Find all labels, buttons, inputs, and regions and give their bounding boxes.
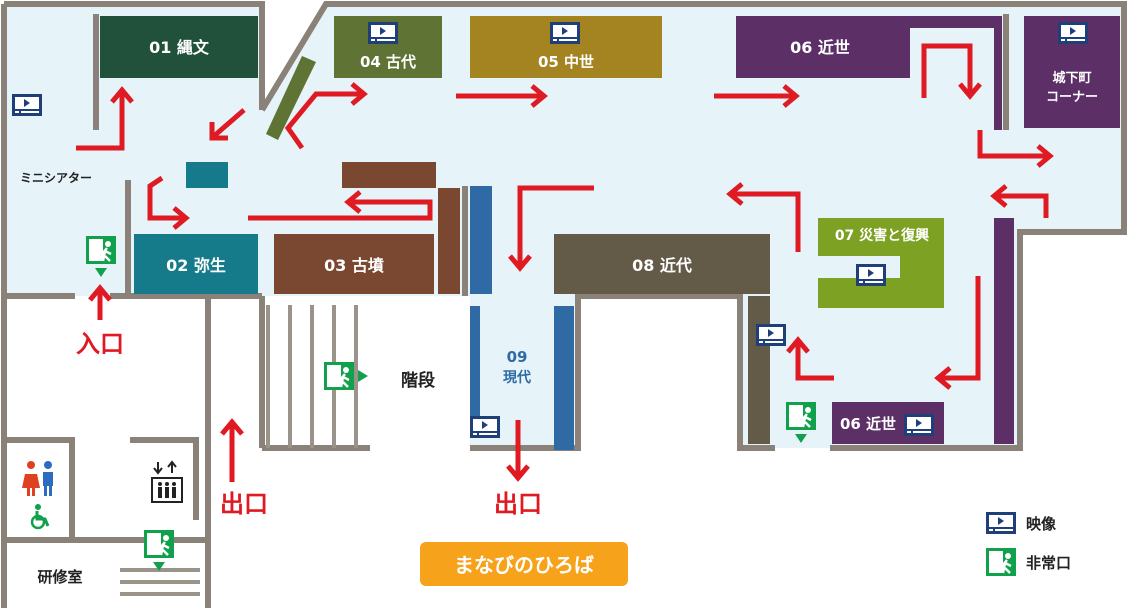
stairs — [120, 305, 358, 596]
room-09-case-left-upper — [470, 186, 492, 294]
emergency-exit-icon — [142, 528, 176, 571]
legend-exit-icon — [984, 546, 1018, 578]
room-09-case-right — [554, 306, 574, 450]
room-06-upper[interactable]: 06 近世 — [736, 16, 1002, 130]
restroom-icon — [22, 461, 53, 496]
video-icon — [470, 416, 500, 438]
stairs-label: 階段 — [401, 370, 435, 391]
castle-town-label2: コーナー — [1046, 90, 1098, 105]
room-03-case-top — [342, 162, 436, 188]
room-02[interactable]: 02 弥生 — [134, 234, 258, 294]
exit-label-1: 出口 — [220, 490, 268, 518]
video-icon — [756, 324, 786, 346]
video-icon — [904, 414, 934, 436]
video-icon — [1058, 22, 1088, 44]
room-09-label: 09 — [507, 348, 528, 366]
room-03-case-side — [438, 188, 460, 294]
mini-theater-label: ミニシアター — [20, 171, 92, 185]
training-room-label: 研修室 — [37, 568, 82, 586]
room-05-label: 05 中世 — [538, 53, 594, 71]
manabi-hiroba-label: まなびのひろば — [454, 553, 594, 577]
room-04-label: 04 古代 — [360, 53, 416, 71]
room-09-case-left-lower — [470, 306, 480, 438]
emergency-exit-icon — [322, 360, 368, 392]
room-02-label: 02 弥生 — [166, 256, 226, 275]
wheelchair-icon — [30, 504, 50, 530]
room-06-right-case — [994, 218, 1014, 444]
castle-town-label: 城下町 — [1052, 70, 1091, 86]
entrance-label: 入口 — [76, 330, 124, 358]
room-08[interactable]: 08 近代 — [554, 234, 770, 294]
room-01-label: 01 縄文 — [149, 38, 210, 57]
room-09[interactable]: 09 現代 — [503, 348, 531, 386]
room-07-label: 07 災害と復興 — [835, 227, 929, 244]
room-04-wall-case — [266, 56, 316, 140]
legend-video-icon — [986, 512, 1016, 534]
video-icon — [12, 94, 42, 116]
legend-exit-label: 非常口 — [1026, 554, 1071, 572]
legend-video-label: 映像 — [1026, 515, 1057, 533]
room-03[interactable]: 03 古墳 — [274, 234, 434, 294]
video-icon — [550, 22, 580, 44]
room-01[interactable]: 01 縄文 — [100, 16, 258, 78]
video-icon — [368, 22, 398, 44]
room-02-small-block — [186, 162, 228, 188]
exit-label-2: 出口 — [494, 490, 542, 518]
room-03-label: 03 古墳 — [324, 256, 384, 275]
video-icon — [856, 264, 886, 286]
room-08-side-case — [748, 296, 770, 444]
room-07[interactable]: 07 災害と復興 — [818, 218, 944, 308]
room-06-upper-label: 06 近世 — [790, 38, 850, 57]
route-arrows — [76, 43, 1054, 482]
manabi-hiroba-badge[interactable]: まなびのひろば — [420, 542, 628, 586]
elevator-icon — [151, 460, 183, 503]
legend: 映像 非常口 — [984, 512, 1071, 578]
room-09-label2: 現代 — [503, 369, 531, 386]
room-08-label: 08 近代 — [632, 256, 692, 275]
room-06-lower-label: 06 近世 — [840, 415, 896, 433]
